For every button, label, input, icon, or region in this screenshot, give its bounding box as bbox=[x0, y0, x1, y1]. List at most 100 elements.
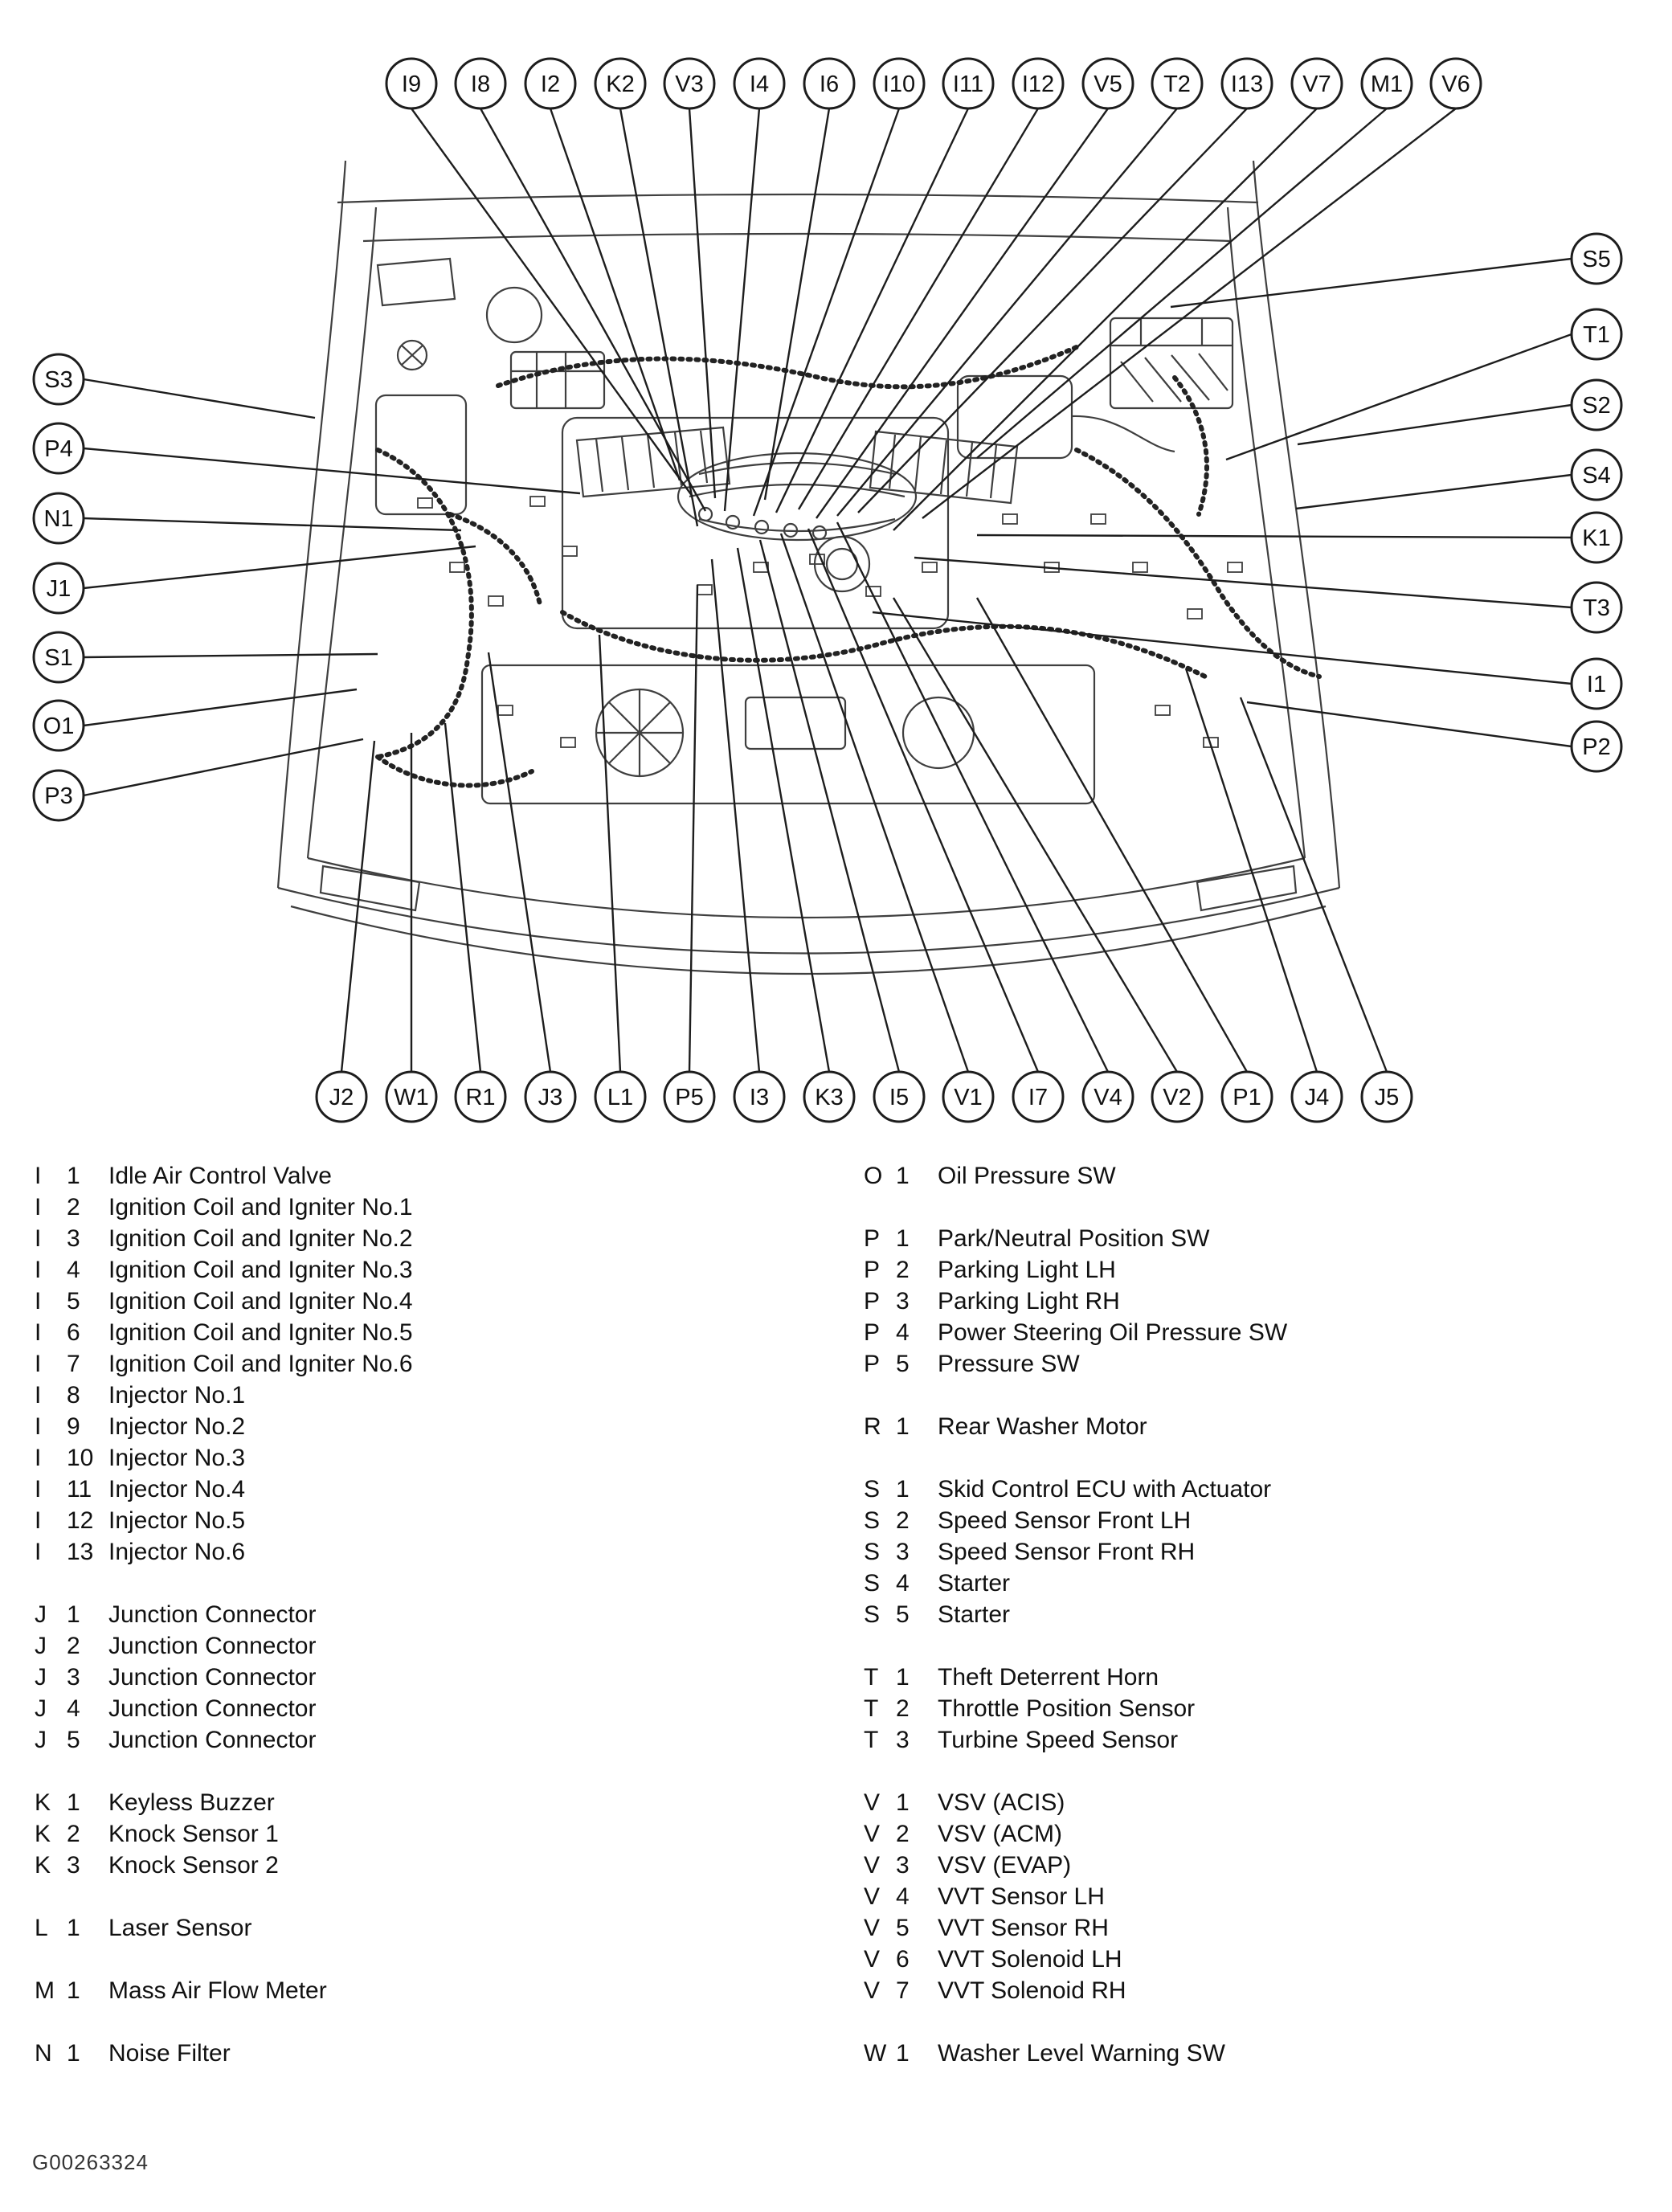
legend-row: V 1 VSV (ACIS) bbox=[864, 1787, 1651, 1818]
legend-name: Parking Light LH bbox=[938, 1257, 1116, 1283]
callout-i5: I5 bbox=[873, 1070, 926, 1123]
legend-name: Ignition Coil and Igniter No.5 bbox=[108, 1319, 413, 1346]
legend-row: V 4 VVT Sensor LH bbox=[864, 1881, 1651, 1912]
callout-p1: P1 bbox=[1220, 1070, 1273, 1123]
legend-number: 4 bbox=[67, 1257, 80, 1283]
svg-text:O1: O1 bbox=[43, 713, 75, 739]
legend-number bbox=[67, 2006, 108, 2038]
legend-code: V bbox=[864, 1789, 881, 1816]
legend-number: 1 bbox=[896, 1413, 910, 1440]
legend-name: Oil Pressure SW bbox=[938, 1163, 1116, 1189]
callout-o1: O1 bbox=[32, 699, 85, 752]
legend-number: 4 bbox=[896, 1883, 910, 1910]
legend-row: J 4 Junction Connector bbox=[35, 1693, 830, 1724]
legend-row: V 2 VSV (ACM) bbox=[864, 1818, 1651, 1850]
legend-number: 2 bbox=[896, 1257, 910, 1283]
callout-j1: J1 bbox=[32, 562, 85, 615]
legend-row: I 4 Ignition Coil and Igniter No.3 bbox=[35, 1254, 830, 1286]
callout-i7: I7 bbox=[1012, 1070, 1065, 1123]
legend-number: 2 bbox=[67, 1821, 80, 1847]
legend-row: P 2 Parking Light LH bbox=[864, 1254, 1651, 1286]
legend-number bbox=[896, 2006, 938, 2038]
svg-text:I11: I11 bbox=[953, 72, 983, 97]
legend-name: Power Steering Oil Pressure SW bbox=[938, 1319, 1288, 1346]
svg-text:S4: S4 bbox=[1582, 463, 1610, 489]
callout-i2: I2 bbox=[524, 57, 577, 110]
legend-row: V 3 VSV (EVAP) bbox=[864, 1850, 1651, 1881]
legend-name bbox=[938, 1630, 1651, 1662]
legend-code: P bbox=[864, 1319, 881, 1346]
legend-row: I 8 Injector No.1 bbox=[35, 1380, 830, 1411]
legend-name: Ignition Coil and Igniter No.1 bbox=[108, 1194, 413, 1220]
svg-text:J5: J5 bbox=[1375, 1085, 1400, 1110]
callout-k3: K3 bbox=[803, 1070, 856, 1123]
legend-number: 3 bbox=[896, 1852, 910, 1879]
legend-name: Starter bbox=[938, 1601, 1011, 1628]
legend-number: 13 bbox=[67, 1539, 94, 1565]
svg-text:I6: I6 bbox=[820, 72, 839, 97]
legend-name bbox=[938, 1380, 1651, 1411]
legend-name: Injector No.6 bbox=[108, 1539, 246, 1565]
legend-code: I bbox=[35, 1288, 42, 1315]
callout-v6: V6 bbox=[1429, 57, 1482, 110]
svg-text:I5: I5 bbox=[889, 1085, 909, 1110]
legend-row: V 6 VVT Solenoid LH bbox=[864, 1944, 1651, 1975]
callout-n1: N1 bbox=[32, 492, 85, 545]
legend-code: V bbox=[864, 1977, 881, 2004]
legend-code: S bbox=[864, 1601, 881, 1628]
legend-name: VSV (EVAP) bbox=[938, 1852, 1072, 1879]
legend-code bbox=[864, 1380, 896, 1411]
legend-row: T 3 Turbine Speed Sensor bbox=[864, 1724, 1651, 1756]
callout-v4: V4 bbox=[1081, 1070, 1134, 1123]
legend-code: N bbox=[35, 2040, 52, 2067]
svg-text:S1: S1 bbox=[44, 645, 72, 671]
svg-text:W1: W1 bbox=[394, 1085, 429, 1110]
legend-number bbox=[896, 1380, 938, 1411]
legend-name bbox=[938, 1192, 1651, 1223]
callout-s3: S3 bbox=[32, 353, 85, 406]
legend-code: L bbox=[35, 1915, 48, 1941]
legend-row: W 1 Washer Level Warning SW bbox=[864, 2038, 1651, 2069]
legend-code: T bbox=[864, 1664, 879, 1691]
legend-code bbox=[35, 1756, 67, 1787]
legend-number: 4 bbox=[67, 1695, 80, 1722]
legend-name: Injector No.2 bbox=[108, 1413, 246, 1440]
legend-row bbox=[864, 1756, 1651, 1787]
legend-number bbox=[896, 1630, 938, 1662]
legend-row: K 2 Knock Sensor 1 bbox=[35, 1818, 830, 1850]
svg-text:I7: I7 bbox=[1028, 1085, 1048, 1110]
legend-name bbox=[938, 2006, 1651, 2038]
legend-code: M bbox=[35, 1977, 55, 2004]
legend-number: 1 bbox=[67, 2040, 80, 2067]
legend-number: 1 bbox=[896, 2040, 910, 2067]
callout-i12: I12 bbox=[1012, 57, 1065, 110]
legend-name: VVT Solenoid LH bbox=[938, 1946, 1122, 1973]
callout-i11: I11 bbox=[942, 57, 995, 110]
legend-row: I 1 Idle Air Control Valve bbox=[35, 1160, 830, 1192]
legend-number: 3 bbox=[896, 1539, 910, 1565]
legend-code: P bbox=[864, 1351, 881, 1377]
svg-text:K3: K3 bbox=[815, 1085, 843, 1110]
legend-name: Ignition Coil and Igniter No.2 bbox=[108, 1225, 413, 1252]
svg-text:I8: I8 bbox=[471, 72, 490, 97]
legend-code: I bbox=[35, 1225, 42, 1252]
legend-code: I bbox=[35, 1413, 42, 1440]
svg-text:J2: J2 bbox=[329, 1085, 354, 1110]
legend-code: T bbox=[864, 1695, 879, 1722]
legend-code bbox=[35, 1944, 67, 1975]
callout-l1: L1 bbox=[594, 1070, 647, 1123]
legend-row: L 1 Laser Sensor bbox=[35, 1912, 830, 1944]
legend-name: Junction Connector bbox=[108, 1601, 317, 1628]
legend-column-left: I 1 Idle Air Control Valve I 2 Ignition … bbox=[35, 1160, 830, 2069]
legend-name: Pressure SW bbox=[938, 1351, 1080, 1377]
callout-i6: I6 bbox=[803, 57, 856, 110]
legend-row: R 1 Rear Washer Motor bbox=[864, 1411, 1651, 1442]
legend-name: Park/Neutral Position SW bbox=[938, 1225, 1210, 1252]
legend-row: O 1 Oil Pressure SW bbox=[864, 1160, 1651, 1192]
legend-name: VVT Sensor LH bbox=[938, 1883, 1105, 1910]
legend-code bbox=[35, 1568, 67, 1599]
legend-number: 1 bbox=[896, 1789, 910, 1816]
callout-i9: I9 bbox=[385, 57, 438, 110]
callout-v5: V5 bbox=[1081, 57, 1134, 110]
legend-code bbox=[864, 1630, 896, 1662]
